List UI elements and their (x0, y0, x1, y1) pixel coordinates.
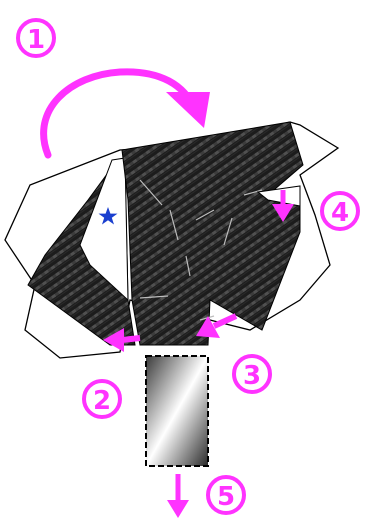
step-badge-5: 5 (208, 477, 244, 513)
step-number: 3 (243, 361, 261, 391)
step-badge-2: 2 (84, 381, 120, 417)
step-number: 1 (27, 25, 45, 55)
step-5-arrow (167, 474, 189, 518)
main-body (122, 122, 303, 345)
step-number: 4 (331, 198, 349, 228)
step-number: 2 (93, 386, 111, 416)
curved-arrow-head (166, 92, 210, 128)
step-badge-1: 1 (18, 20, 54, 56)
steel-tab (146, 356, 208, 466)
step-badge-3: 3 (234, 356, 270, 392)
step-badge-4: 4 (322, 193, 358, 229)
arrow-down-icon-2 (167, 500, 189, 518)
step-number: 5 (217, 482, 235, 512)
